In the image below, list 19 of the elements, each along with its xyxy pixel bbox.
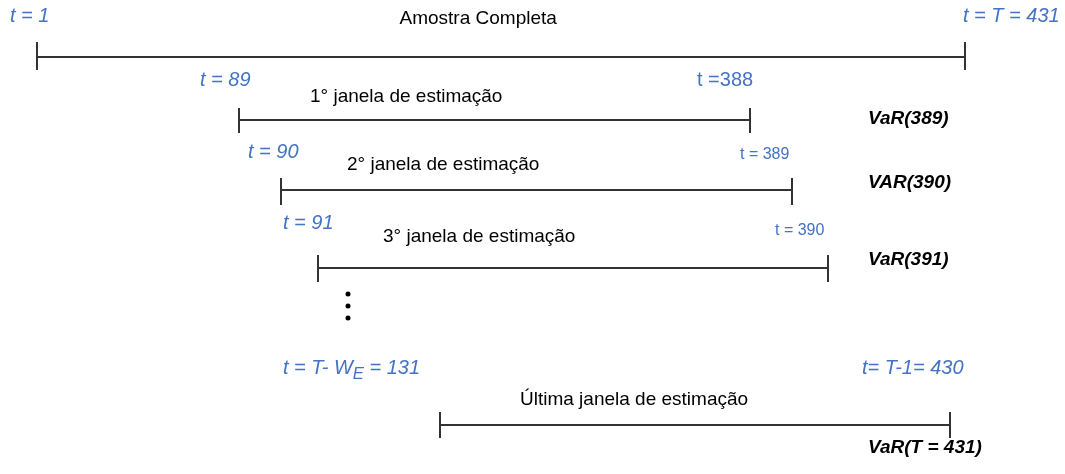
time-label: t = T = 431 — [963, 4, 1060, 26]
time-label: t =388 — [697, 68, 754, 90]
var-label: VaR(389) — [868, 108, 949, 129]
var-label: VAR(390) — [868, 172, 952, 193]
time-label: t = 1 — [10, 4, 50, 26]
sample-label: Amostra Completa — [399, 8, 557, 29]
var-label: VaR(T = 431) — [868, 437, 982, 458]
window-label: 2° janela de estimação — [347, 154, 540, 175]
time-label: t = T- W$_{E}$ = 131 — [283, 356, 421, 384]
window-label: 1° janela de estimação — [310, 86, 503, 107]
time-label: t = 91 — [283, 211, 334, 233]
var-label: VaR(391) — [868, 249, 949, 270]
window-label: Última janela de estimação — [520, 389, 749, 410]
time-label: t = 90 — [248, 140, 299, 162]
time-label: t = 390 — [775, 221, 825, 239]
time-label: t = 389 — [740, 145, 790, 163]
time-label: t = 89 — [200, 68, 251, 90]
time-label: t= T-1= 430 — [862, 356, 964, 378]
window-label: 3° janela de estimação — [383, 226, 576, 247]
